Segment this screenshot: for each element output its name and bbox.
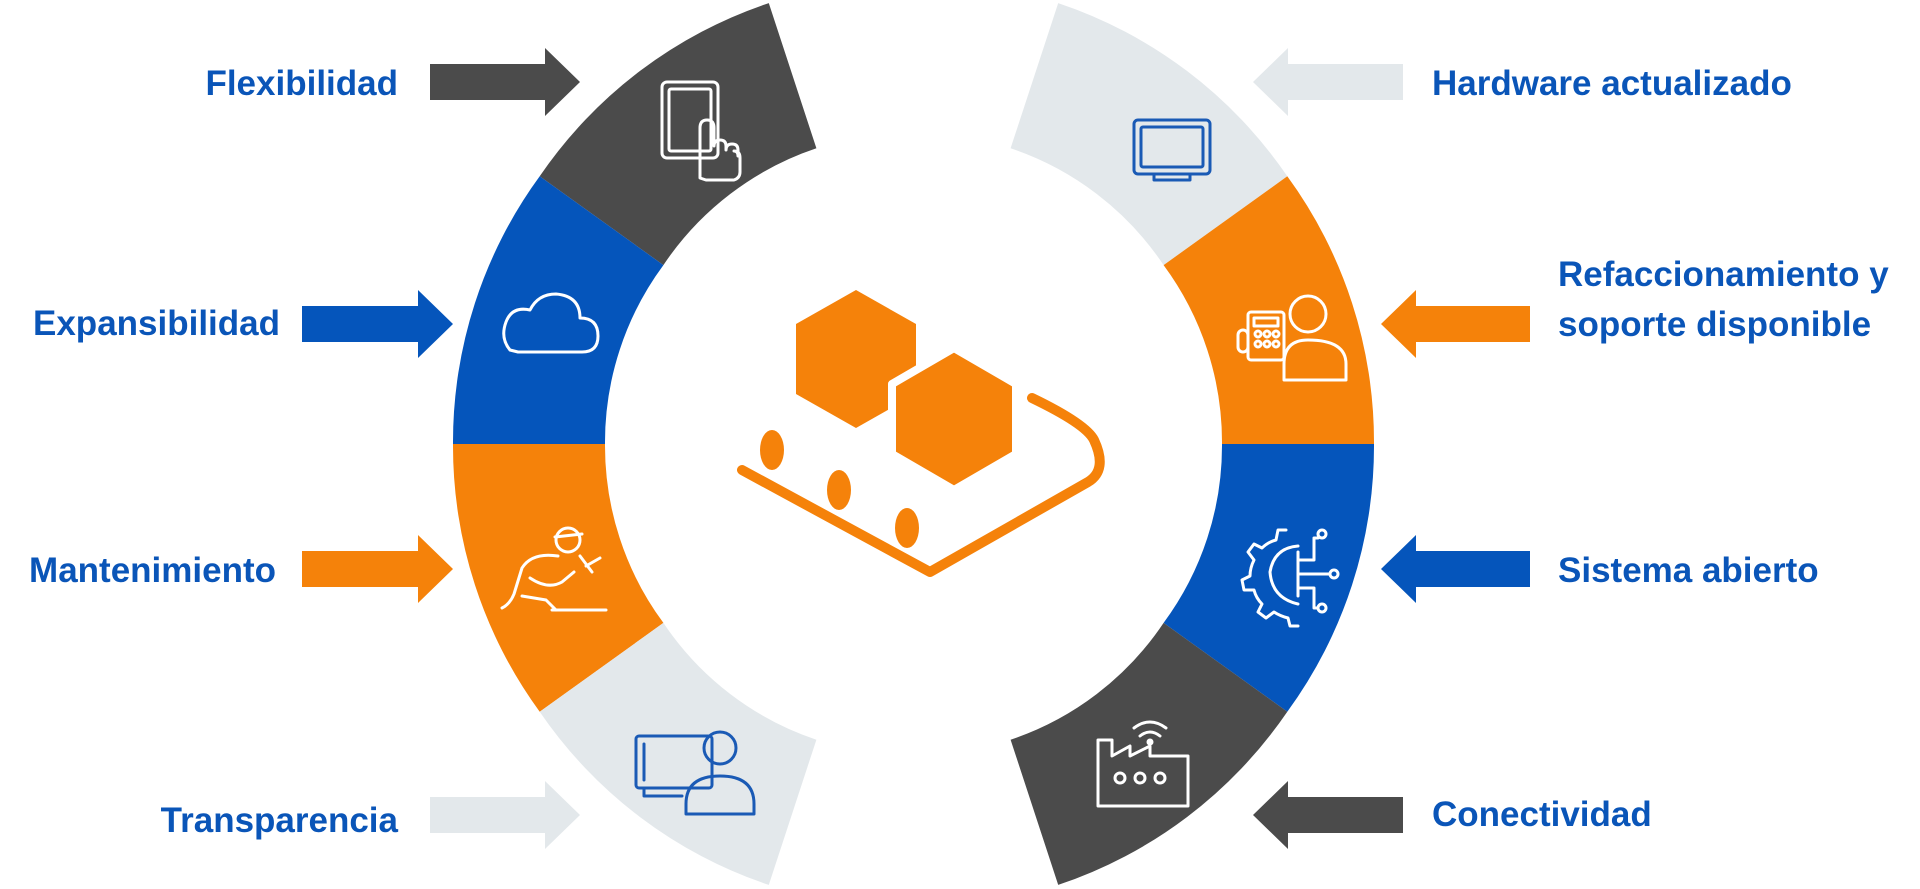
cloud-icon (502, 292, 600, 354)
roller-2 (827, 470, 851, 510)
segment-transparencia (539, 622, 817, 885)
box-back (796, 290, 916, 428)
roller-1 (760, 430, 784, 470)
arrow-mantenimiento (302, 535, 453, 603)
conveyor-belt (737, 393, 1105, 577)
arrow-transparencia (430, 781, 580, 849)
segment-hardware-actualizado (1010, 3, 1288, 266)
label-flexibilidad: Flexibilidad (205, 64, 398, 103)
arrow-hardware-actualizado (1253, 48, 1403, 116)
technician-repair-icon (500, 526, 608, 612)
segment-expansibilidad (452, 176, 664, 445)
calculator-support-icon (1236, 294, 1348, 382)
conveyor-belt-with-boxes-icon (737, 290, 1105, 577)
label-refaccionamiento-line1: Refaccionamiento y (1558, 255, 1889, 294)
label-mantenimiento: Mantenimiento (29, 551, 276, 590)
monitor-user-icon (634, 730, 756, 816)
tablet-touch-icon (660, 80, 742, 182)
label-conectividad: Conectividad (1432, 795, 1652, 834)
arrow-sistema-abierto (1381, 535, 1530, 603)
box-front (888, 344, 1020, 494)
label-expansibilidad: Expansibilidad (33, 304, 280, 343)
arrow-conectividad (1253, 781, 1403, 849)
segment-mantenimiento (452, 444, 664, 712)
connected-factory-icon (1096, 720, 1190, 808)
arrow-expansibilidad (302, 290, 453, 358)
segment-flexibilidad (539, 3, 817, 266)
segment-sistema-abierto (1163, 444, 1375, 712)
segment-refaccionamiento (1163, 176, 1375, 445)
arrow-flexibilidad (430, 48, 580, 116)
label-sistema-abierto: Sistema abierto (1558, 551, 1819, 590)
monitor-icon (1132, 118, 1212, 182)
label-refaccionamiento-line2: soporte disponible (1558, 305, 1871, 344)
label-transparencia: Transparencia (161, 801, 399, 840)
label-hardware-actualizado: Hardware actualizado (1432, 64, 1792, 103)
open-system-gear-icon (1240, 528, 1340, 628)
roller-3 (895, 508, 919, 548)
arrow-refaccionamiento (1381, 290, 1530, 358)
